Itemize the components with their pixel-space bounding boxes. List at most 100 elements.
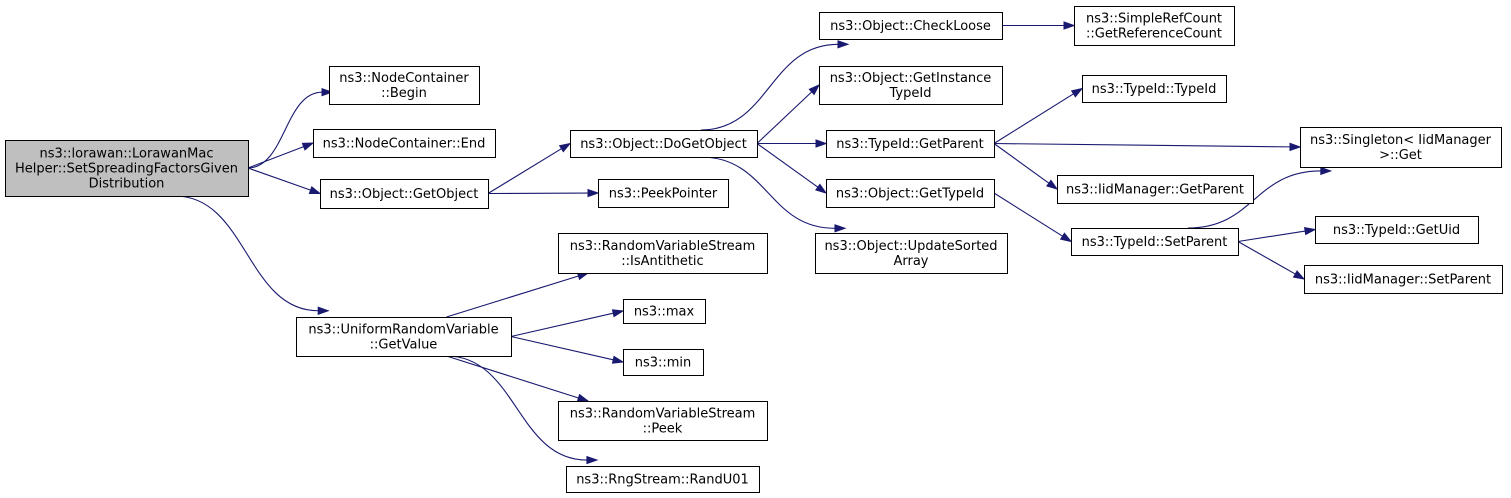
node-box[interactable] [5,140,249,197]
node-box[interactable] [623,299,706,324]
edge-urv_getvalue-to-min [510,335,625,364]
node-box[interactable] [1071,228,1239,256]
edge-line [700,43,838,131]
node-singleton_get[interactable]: ns3::Singleton< IidManager>::Get [1300,127,1502,168]
node-peek[interactable]: ns3::RandomVariableStream::Peek [558,401,768,441]
node-box[interactable] [296,317,512,357]
node-getobject[interactable]: ns3::Object::GetObject [320,179,489,209]
node-typeid_setparent[interactable]: ns3::TypeId::SetParent [1071,228,1239,256]
node-box[interactable] [566,466,760,493]
node-urv_getvalue[interactable]: ns3::UniformRandomVariable::GetValue [296,317,512,357]
node-nc_begin[interactable]: ns3::NodeContainer::Begin [329,66,480,105]
node-box[interactable] [320,179,489,209]
node-checkloose[interactable]: ns3::Object::CheckLoose [819,12,1003,40]
arrowhead [1059,232,1073,243]
node-box[interactable] [570,130,758,158]
node-typeid_typeid[interactable]: ns3::TypeId::TypeId [1082,75,1227,103]
arrowhead [837,40,850,49]
node-label: ns3::Object::UpdateSorted [824,239,997,254]
edge-typeid_getparent-to-singleton_get [993,142,1302,152]
node-label: ns3::SimpleRefCount [1086,12,1222,27]
edge-line [1237,241,1296,275]
node-label: ns3::NodeContainer [339,71,469,86]
node-root[interactable]: ns3::lorawan::LorawanMacHelper::SetSprea… [5,140,249,197]
node-box[interactable] [819,66,1003,105]
node-nc_end[interactable]: ns3::NodeContainer::End [313,129,496,158]
node-box[interactable] [826,179,995,208]
arrowhead [611,309,625,318]
node-box[interactable] [623,349,704,376]
node-typeid_getuid[interactable]: ns3::TypeId::GetUid [1315,216,1479,244]
edge-line [247,146,304,169]
node-box[interactable] [1082,75,1227,103]
node-typeid_getparent[interactable]: ns3::TypeId::GetParent [826,130,995,158]
node-box[interactable] [558,233,768,274]
node-box[interactable] [1304,265,1503,294]
edge-line [247,167,311,191]
arrowhead [587,188,600,198]
node-box[interactable] [819,12,1003,40]
arrowhead [586,455,599,465]
node-label: ns3::Object::GetTypeId [836,187,984,202]
node-label: ns3::PeekPointer [609,187,718,202]
node-peekpointer[interactable]: ns3::PeekPointer [598,179,729,208]
edge-root-to-getobject [247,167,322,195]
node-label: ns3::IidManager::GetParent [1066,183,1244,198]
arrowhead [1303,226,1317,236]
node-label: TypeId [889,86,932,101]
edge-line [756,91,813,144]
node-box[interactable] [313,129,496,158]
edge-getobject-to-dogetobject [487,142,572,194]
node-label: Helper::SetSpreadingFactorsGiven [15,162,238,177]
arrowhead [611,355,625,364]
node-label: ns3::IidManager::SetParent [1315,273,1491,288]
edge-dogetobject-to-gettypeid [756,143,828,194]
node-box[interactable] [815,233,1008,274]
node-box[interactable] [826,130,995,158]
node-label: ns3::Object::DoGetObject [580,137,747,152]
edge-root-to-urv_getvalue [175,195,330,315]
node-label: ns3::RngStream::RandU01 [576,473,749,488]
edge-line [510,335,614,361]
edge-typeid_setparent-to-singleton_get [1187,166,1333,229]
arrowhead [1320,166,1333,176]
edge-typeid_setparent-to-typeid_getuid [1237,226,1317,243]
arrowhead [1292,270,1306,280]
arrowhead [1070,87,1084,98]
node-box[interactable] [1057,175,1254,204]
node-iid_setparent[interactable]: ns3::IidManager::SetParent [1304,265,1503,294]
node-box[interactable] [1315,216,1479,244]
edge-typeid_setparent-to-iid_setparent [1237,241,1306,280]
node-box[interactable] [558,401,768,441]
node-gettypeid[interactable]: ns3::Object::GetTypeId [826,179,995,208]
edge-dogetobject-to-checkloose [700,40,850,131]
node-min[interactable]: ns3::min [623,349,704,376]
arrowhead [815,139,828,148]
node-label: ns3::RandomVariableStream [570,407,756,422]
edge-line [700,156,835,229]
arrowhead [1289,142,1302,152]
arrowhead [1046,179,1059,190]
node-label: ns3::lorawan::LorawanMac [40,147,214,162]
edge-line [247,91,323,169]
arrowhead [834,224,847,233]
node-box[interactable] [598,179,729,208]
edge-checkloose-to-getrefcount [1002,21,1076,30]
node-box[interactable] [1300,127,1502,168]
edge-urv_getvalue-to-max [510,309,625,338]
node-iid_getparent[interactable]: ns3::IidManager::GetParent [1057,175,1254,204]
arrowhead [308,186,322,195]
edge-root-to-nc_end [247,142,315,169]
node-label: ::Peek [643,422,683,437]
node-randu01[interactable]: ns3::RngStream::RandU01 [566,466,760,493]
node-max[interactable]: ns3::max [623,299,706,324]
node-isantithetic[interactable]: ns3::RandomVariableStream::IsAntithetic [558,233,768,274]
node-getrefcount[interactable]: ns3::SimpleRefCount::GetReferenceCount [1074,6,1235,46]
node-box[interactable] [1074,6,1235,46]
node-box[interactable] [329,66,480,105]
node-dogetobject[interactable]: ns3::Object::DoGetObject [570,130,758,158]
node-label: ns3::Object::GetInstance [830,71,992,86]
arrowhead [301,142,315,151]
